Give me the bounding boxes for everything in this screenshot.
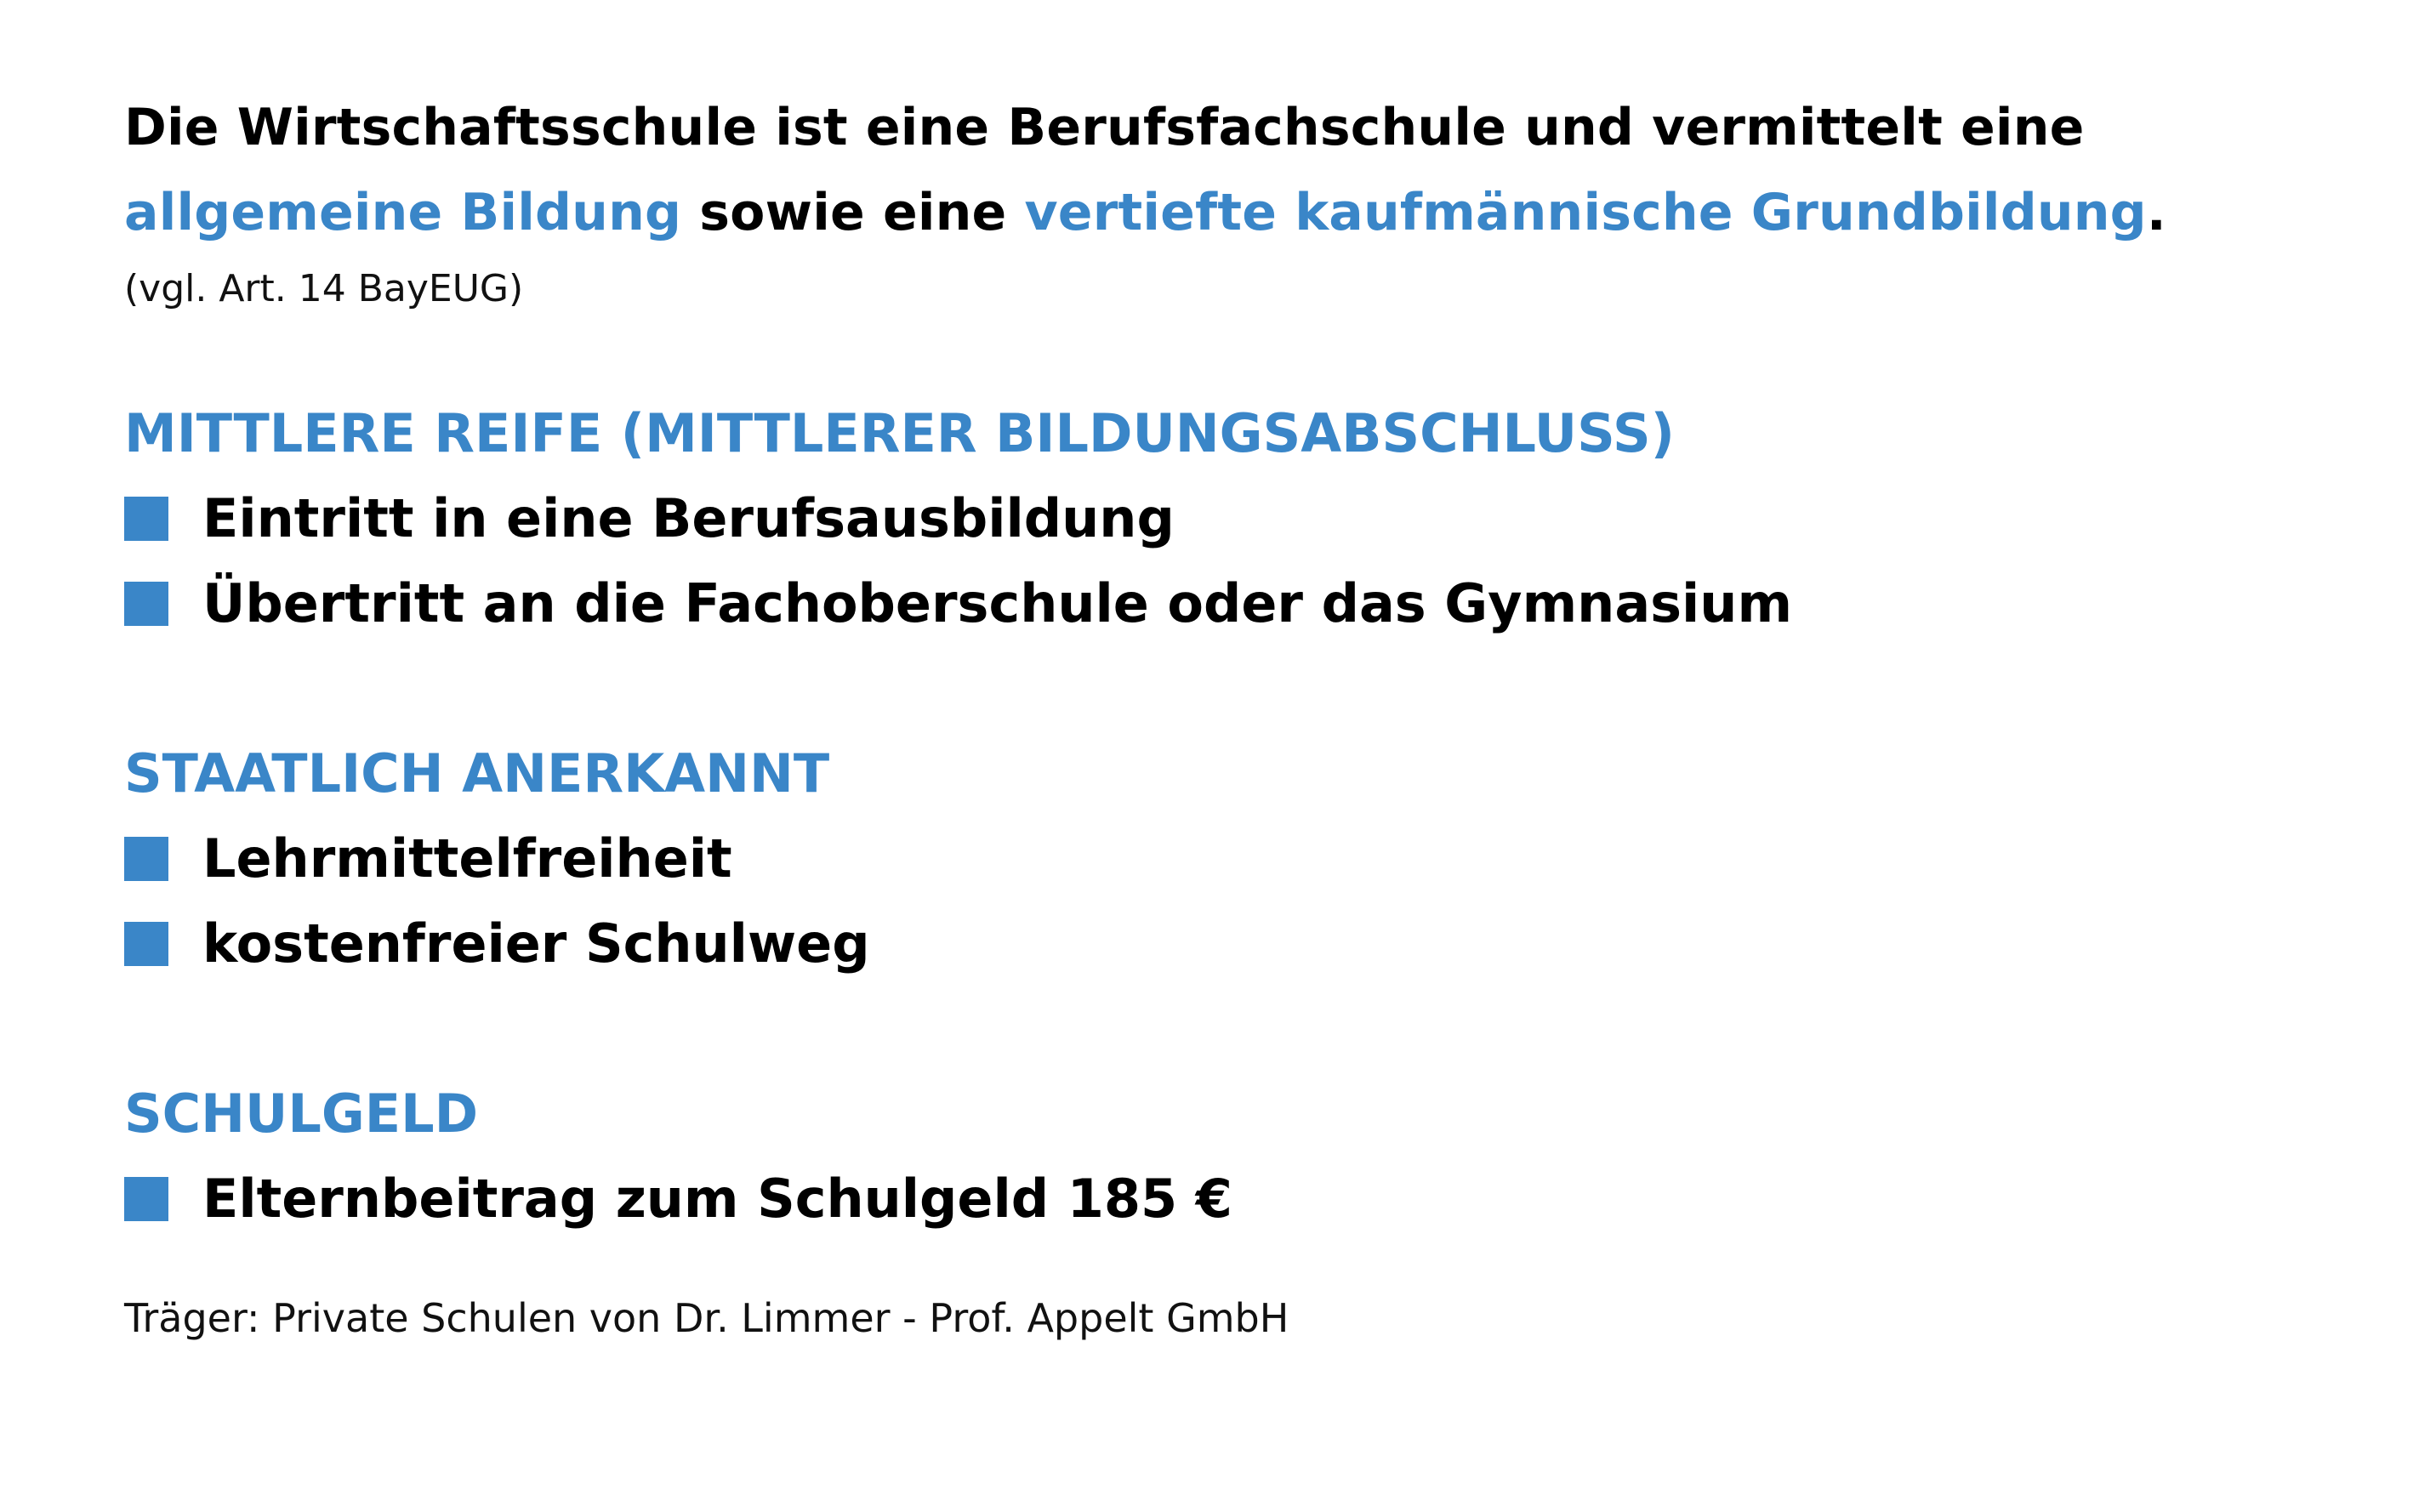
- list-item: Übertritt an die Fachoberschule oder das…: [124, 561, 2336, 646]
- blue-square-bullet-icon: [124, 837, 168, 881]
- bullet-list: Eintritt in eine Berufsausbildung Übertr…: [124, 476, 2336, 646]
- list-item: Eintritt in eine Berufsausbildung: [124, 476, 2336, 561]
- intro-paragraph: Die Wirtschaftsschule ist eine Berufsfac…: [124, 85, 2336, 255]
- intro-highlight-general-education: allgemeine Bildung: [124, 183, 682, 242]
- section-staatlich-anerkannt: STAATLICH ANERKANNT Lehrmittelfreiheit k…: [124, 731, 2336, 986]
- blue-square-bullet-icon: [124, 922, 168, 966]
- list-item-label: Übertritt an die Fachoberschule oder das…: [202, 572, 1793, 634]
- list-item-label: Lehrmittelfreiheit: [202, 827, 732, 890]
- list-item-label: Elternbeitrag zum Schulgeld 185 €: [202, 1168, 1232, 1230]
- list-item: kostenfreier Schulweg: [124, 901, 2336, 986]
- footer-sponsor: Träger: Private Schulen von Dr. Limmer -…: [124, 1295, 1289, 1341]
- intro-text-part3: .: [2146, 183, 2166, 242]
- blue-square-bullet-icon: [124, 1177, 168, 1221]
- intro-highlight-commercial-education: vertiefte kaufmännische Grundbildung: [1024, 183, 2147, 242]
- section-schulgeld: SCHULGELD Elternbeitrag zum Schulgeld 18…: [124, 1071, 2336, 1242]
- blue-square-bullet-icon: [124, 497, 168, 541]
- bullet-list: Elternbeitrag zum Schulgeld 185 €: [124, 1157, 2336, 1242]
- bullet-list: Lehrmittelfreiheit kostenfreier Schulweg: [124, 816, 2336, 986]
- section-mittlere-reife: MITTLERE REIFE (MITTLERER BILDUNGSABSCHL…: [124, 391, 2336, 646]
- document-page: Die Wirtschaftsschule ist eine Berufsfac…: [124, 85, 2336, 1344]
- intro-text-part2: sowie eine: [681, 183, 1025, 242]
- section-title: MITTLERE REIFE (MITTLERER BILDUNGSABSCHL…: [124, 402, 1676, 464]
- list-item: Lehrmittelfreiheit: [124, 816, 2336, 901]
- section-title: SCHULGELD: [124, 1083, 479, 1145]
- source-note: (vgl. Art. 14 BayEUG): [124, 267, 524, 310]
- intro-text-part1: Die Wirtschaftsschule ist eine Berufsfac…: [124, 98, 2085, 157]
- list-item: Elternbeitrag zum Schulgeld 185 €: [124, 1157, 2336, 1242]
- section-title: STAATLICH ANERKANNT: [124, 742, 830, 804]
- blue-square-bullet-icon: [124, 582, 168, 626]
- list-item-label: kostenfreier Schulweg: [202, 912, 870, 975]
- list-item-label: Eintritt in eine Berufsausbildung: [202, 487, 1175, 549]
